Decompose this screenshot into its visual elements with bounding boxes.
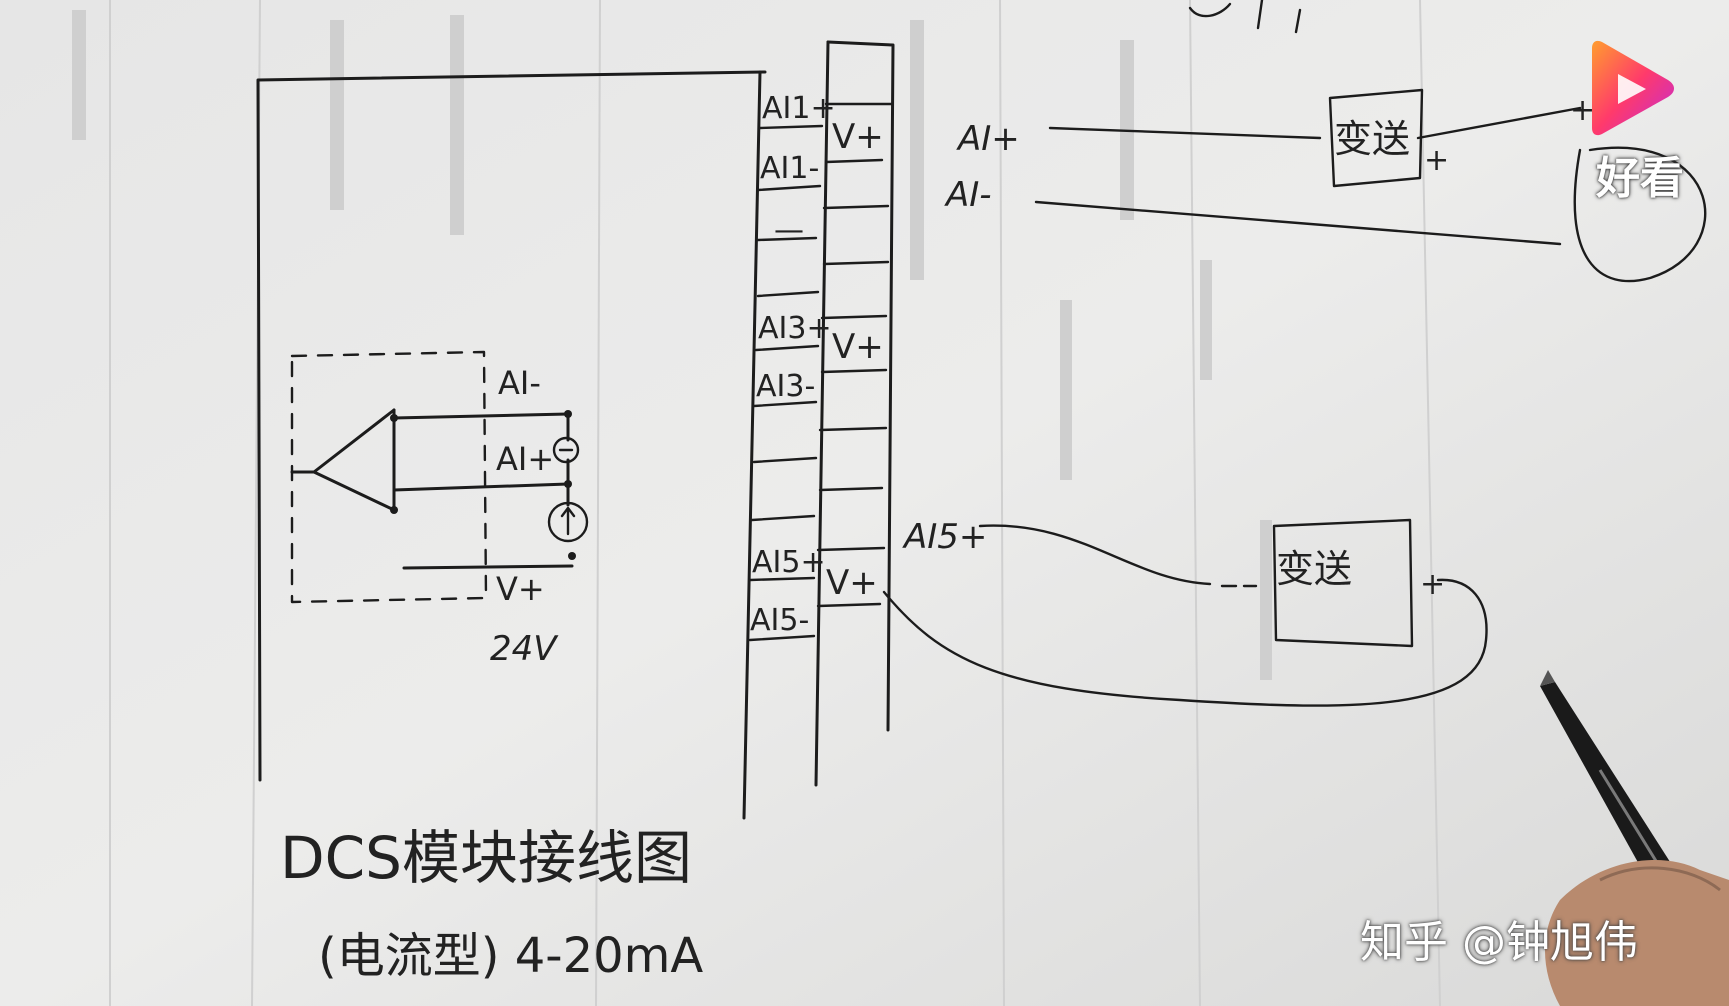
terminal-right-dividers [816,102,894,608]
terminal-v-plus-3: V+ [826,563,878,603]
top-label-ai-plus: AI+ [956,119,1020,159]
bottom-wiring [882,518,1488,707]
author-credit: 知乎 @钟旭伟 [1360,917,1638,968]
diagram-title: DCS模块接线图 [280,824,692,892]
terminal-empty: — [774,213,804,248]
terminal-ai3-minus: AI3- [756,369,815,404]
bleed-through-text [72,10,1272,680]
label-24v: 24V [490,629,559,669]
haokan-logo-icon [1592,40,1674,136]
terminal-v-plus-2: V+ [832,327,884,367]
terminal-ai5-minus: AI5- [750,603,809,638]
top-loop-plus: + [1570,93,1595,128]
terminal-ai3-plus: AI3+ [758,311,832,346]
label-ai-plus: AI+ [496,440,554,478]
terminal-left-dividers [748,124,824,642]
label-v-plus: V+ [496,570,545,608]
terminal-ai5-plus: AI5+ [752,545,826,580]
hand-image [1545,860,1729,1006]
diagram-subtitle: (电流型) 4-20mA [318,928,703,984]
top-transmitter-plus: + [1424,143,1449,178]
fuse-symbol [552,436,580,464]
top-transmitter-label: 变送 [1334,117,1410,161]
terminal-dots [390,410,576,560]
bottom-transmitter-label: 变送 [1276,547,1352,591]
current-source-symbol [547,501,589,543]
haokan-logo-text: 好看 [1596,153,1684,204]
dashed-transmitter-box [290,350,488,604]
cropped-scribble [1188,0,1302,34]
label-ai-minus: AI- [498,364,541,402]
bottom-transmitter-plus: + [1420,567,1445,602]
terminal-right-labels: V+ V+ V+ [826,117,884,603]
terminal-left-labels: AI1+ AI1- — AI3+ AI3- AI5+ AI5- [750,91,836,638]
amplifier-triangle [290,408,574,570]
bottom-label-ai5-plus: AI5+ [902,517,987,557]
terminal-ai1-plus: AI1+ [762,91,836,126]
terminal-v-plus-1: V+ [832,117,884,157]
left-module-outline [256,70,767,782]
terminal-ai1-minus: AI1- [760,151,819,186]
terminal-strip-frame [742,40,895,820]
top-wiring [1034,88,1707,283]
top-label-ai-minus: AI- [944,175,992,215]
